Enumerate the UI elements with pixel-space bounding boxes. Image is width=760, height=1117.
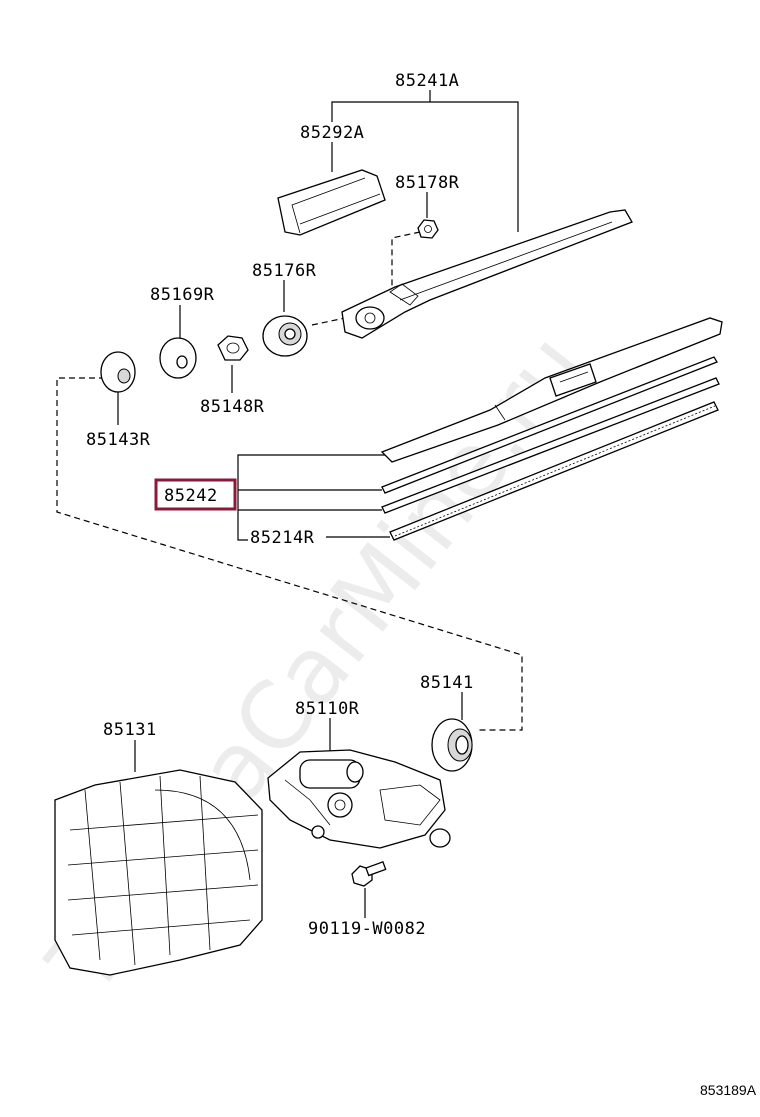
label-bush[interactable]: 85141: [420, 673, 474, 693]
label-pivot-cushion[interactable]: 85176R: [252, 261, 317, 281]
wiper-arm-shape: [341, 209, 633, 339]
label-nut[interactable]: 85148R: [200, 397, 265, 417]
wiper-motor-shape: [267, 749, 451, 849]
highlight-box: [154, 478, 237, 511]
label-blade[interactable]: 85242: [164, 486, 218, 506]
figure-code: 853189A: [700, 1082, 757, 1098]
label-blade-rubber[interactable]: 85214R: [250, 528, 315, 548]
label-arm-assy[interactable]: 85241A: [395, 71, 459, 91]
bolt-shape: [351, 861, 387, 887]
spacer-shape: [159, 337, 197, 379]
label-cover-panel[interactable]: 85131: [103, 720, 157, 740]
grommet-shape: [100, 351, 136, 393]
label-grommet[interactable]: 85143R: [86, 430, 151, 450]
nut-shape: [217, 335, 249, 361]
cover-panel-shape: [54, 769, 263, 976]
pivot-cushion-shape: [262, 315, 308, 357]
nut-cap-shape: [417, 219, 439, 239]
arm-cover-shape: [277, 169, 386, 236]
label-bolt[interactable]: 90119-W0082: [308, 919, 426, 939]
wiper-blade-shape: [380, 317, 723, 541]
label-arm-cover[interactable]: 85292A: [300, 123, 364, 143]
label-motor-assy[interactable]: 85110R: [295, 699, 360, 719]
label-arm-nut-cap[interactable]: 85178R: [395, 173, 460, 193]
bush-shape: [431, 718, 473, 772]
leader-lines: [117, 90, 519, 918]
label-spacer[interactable]: 85169R: [150, 285, 215, 305]
